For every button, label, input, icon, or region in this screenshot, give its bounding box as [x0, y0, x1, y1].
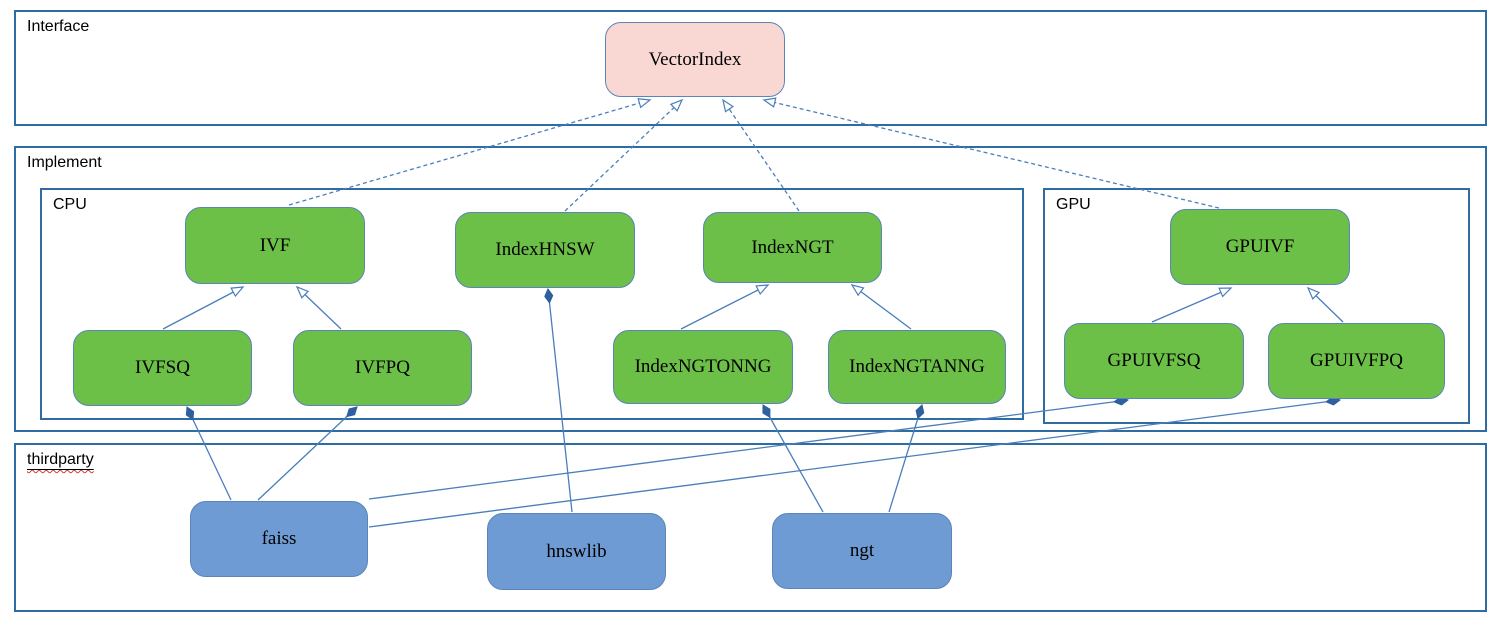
node-ivfsq: IVFSQ — [73, 330, 252, 406]
node-gpuivfpq: GPUIVFPQ — [1268, 323, 1445, 399]
container-thirdparty-label: thirdparty — [27, 451, 94, 469]
node-indexhnsw-label: IndexHNSW — [495, 239, 595, 260]
node-ivf-label: IVF — [259, 234, 291, 256]
node-gpuivfsq: GPUIVFSQ — [1064, 323, 1244, 399]
node-gpuivf: GPUIVF — [1170, 209, 1350, 285]
container-implement-label: Implement — [27, 154, 102, 171]
node-vectorindex-label: VectorIndex — [648, 48, 742, 70]
node-indexhnsw: IndexHNSW — [455, 212, 635, 288]
container-interface-label: Interface — [27, 18, 90, 35]
node-ivfpq-label: IVFPQ — [355, 357, 410, 378]
node-indexngtanng-label: IndexNGTANNG — [849, 356, 985, 377]
container-gpu-label: GPU — [1056, 196, 1091, 213]
node-gpuivf-label: GPUIVF — [1225, 236, 1295, 257]
node-hnswlib: hnswlib — [487, 513, 666, 590]
node-indexngtonng: IndexNGTONNG — [613, 330, 793, 404]
node-indexngtanng: IndexNGTANNG — [828, 330, 1006, 404]
node-gpuivfpq-label: GPUIVFPQ — [1310, 350, 1403, 371]
container-cpu-label: CPU — [53, 196, 87, 213]
node-faiss: faiss — [190, 501, 368, 577]
node-indexngtonng-label: IndexNGTONNG — [634, 356, 772, 377]
node-ngt: ngt — [772, 513, 952, 589]
node-ivfsq-label: IVFSQ — [135, 357, 190, 378]
node-hnswlib-label: hnswlib — [546, 540, 607, 562]
node-indexngt-label: IndexNGT — [751, 236, 834, 258]
node-ngt-label: ngt — [849, 540, 875, 561]
node-gpuivfsq-label: GPUIVFSQ — [1107, 350, 1201, 371]
node-indexngt: IndexNGT — [703, 212, 882, 283]
node-ivfpq: IVFPQ — [293, 330, 472, 406]
node-faiss-label: faiss — [261, 528, 297, 549]
container-thirdparty-label-text: thirdparty — [27, 451, 94, 468]
node-ivf: IVF — [185, 207, 365, 284]
node-vectorindex: VectorIndex — [605, 22, 785, 97]
